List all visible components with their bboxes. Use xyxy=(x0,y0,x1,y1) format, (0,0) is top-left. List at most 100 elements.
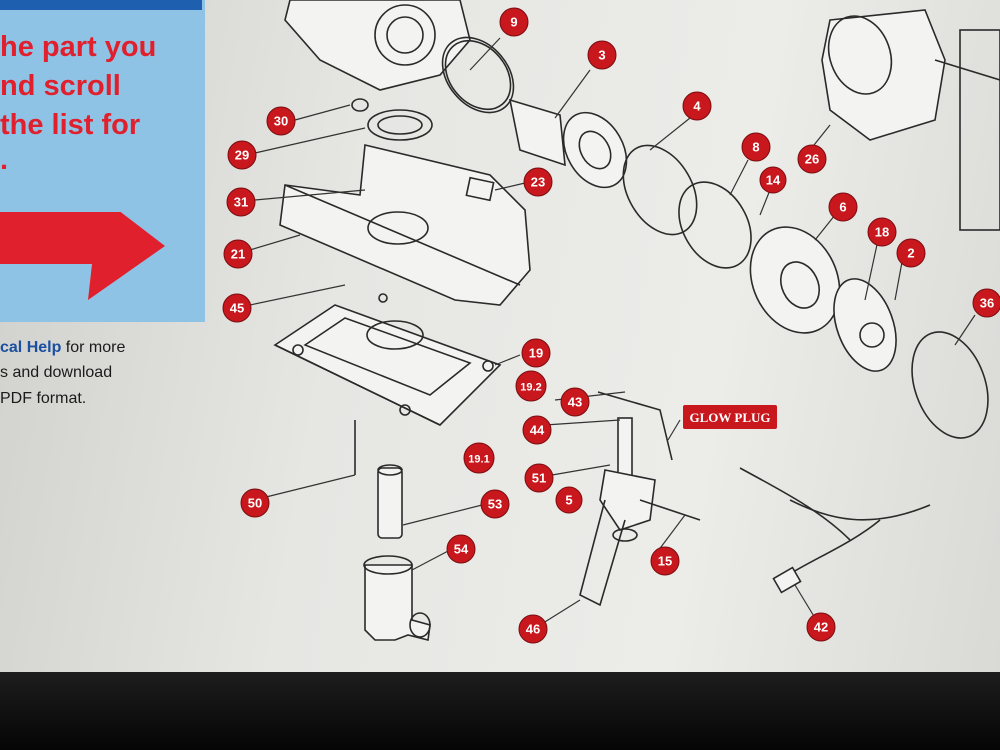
help-note-line-3: PDF format. xyxy=(0,390,87,407)
exploded-parts-diagram: 933029312321454814266182361919.219.14344… xyxy=(222,0,1000,644)
callout-19[interactable]: 19 xyxy=(521,338,551,368)
callout-badge xyxy=(650,546,680,576)
callout-30[interactable]: 30 xyxy=(266,106,296,136)
part-drawing-filter-assembly xyxy=(354,420,431,641)
callout-badge xyxy=(524,463,554,493)
callout-badge xyxy=(523,167,553,197)
part-drawing-fan-housing xyxy=(821,9,1000,231)
callout-number: 2 xyxy=(907,246,914,261)
callout-number: 18 xyxy=(875,225,889,240)
callout-54[interactable]: 54 xyxy=(446,534,476,564)
callout-number: 45 xyxy=(230,301,244,316)
callout-number: 19.2 xyxy=(520,382,541,394)
callout-19-2[interactable]: 19.2 xyxy=(515,370,547,402)
callout-6[interactable]: 6 xyxy=(828,192,858,222)
callout-46[interactable]: 46 xyxy=(518,614,548,644)
callout-badge xyxy=(560,387,590,417)
callout-18[interactable]: 18 xyxy=(867,217,897,247)
callout-19-1[interactable]: 19.1 xyxy=(463,442,495,474)
callout-badge xyxy=(515,370,547,402)
callout-number: 5 xyxy=(565,493,572,508)
callout-14[interactable]: 14 xyxy=(759,166,787,194)
callout-15[interactable]: 15 xyxy=(650,546,680,576)
callout-number: 53 xyxy=(488,497,502,512)
callout-badge xyxy=(480,489,510,519)
callout-number: 54 xyxy=(454,542,469,557)
callout-42[interactable]: 42 xyxy=(806,612,836,642)
technical-help-link[interactable]: cal Help xyxy=(0,339,62,356)
callout-number: 6 xyxy=(839,200,846,215)
callout-badge xyxy=(682,91,712,121)
callout-badge xyxy=(266,106,296,136)
callout-8[interactable]: 8 xyxy=(741,132,771,162)
callout-badge xyxy=(867,217,897,247)
callout-number: 29 xyxy=(235,148,249,163)
callout-number: 14 xyxy=(766,173,781,188)
callout-number: 51 xyxy=(532,471,546,486)
callout-badge xyxy=(463,442,495,474)
callout-badge xyxy=(759,166,787,194)
callout-badge xyxy=(555,486,583,514)
callout-badge xyxy=(226,187,256,217)
instruction-line-3: the list for xyxy=(0,109,141,141)
part-drawing-base-plate xyxy=(273,293,502,426)
callout-9[interactable]: 9 xyxy=(499,7,529,37)
callout-number: 8 xyxy=(752,140,759,155)
callout-number: 19.1 xyxy=(468,454,489,466)
callout-number: 9 xyxy=(510,15,517,30)
callout-number: 42 xyxy=(814,620,828,635)
callout-number: 31 xyxy=(234,195,248,210)
callout-number: 50 xyxy=(248,496,262,511)
instruction-panel-header-bar xyxy=(0,0,202,10)
callout-badge xyxy=(521,338,551,368)
part-callouts: 933029312321454814266182361919.219.14344… xyxy=(222,7,1000,644)
callout-23[interactable]: 23 xyxy=(523,167,553,197)
callout-badge xyxy=(518,614,548,644)
callout-badge xyxy=(828,192,858,222)
part-drawing-glow-plug-bracket xyxy=(579,391,701,607)
callout-number: 43 xyxy=(568,395,582,410)
callout-badge xyxy=(896,238,926,268)
callout-badge xyxy=(222,293,252,323)
help-note-line-1: cal Help for more xyxy=(0,340,125,356)
part-drawing-wiring-harness xyxy=(739,467,931,594)
callout-number: 44 xyxy=(530,423,545,438)
callout-number: 46 xyxy=(526,622,540,637)
glow-plug-tag[interactable]: GLOW PLUG xyxy=(683,405,777,429)
glow-plug-tag-label: GLOW PLUG xyxy=(689,410,770,425)
callout-number: 36 xyxy=(980,296,994,311)
callout-53[interactable]: 53 xyxy=(480,489,510,519)
callout-badge xyxy=(240,488,270,518)
down-arrow-icon xyxy=(0,212,165,300)
callout-26[interactable]: 26 xyxy=(797,144,827,174)
callout-badge xyxy=(741,132,771,162)
callout-36[interactable]: 36 xyxy=(972,288,1000,318)
help-note-line-1-rest: for more xyxy=(61,339,126,356)
callout-4[interactable]: 4 xyxy=(682,91,712,121)
instruction-line-1: he part you xyxy=(0,31,157,63)
instruction-line-4: . xyxy=(0,144,9,176)
callout-number: 30 xyxy=(274,114,288,129)
callout-31[interactable]: 31 xyxy=(226,187,256,217)
callout-44[interactable]: 44 xyxy=(522,415,552,445)
callout-number: 3 xyxy=(598,48,605,63)
callout-number: 4 xyxy=(693,99,701,114)
callout-50[interactable]: 50 xyxy=(240,488,270,518)
instruction-line-2: nd scroll xyxy=(0,70,121,102)
callout-43[interactable]: 43 xyxy=(560,387,590,417)
callout-21[interactable]: 21 xyxy=(223,239,253,269)
callout-badge xyxy=(972,288,1000,318)
screen-area: he part you nd scroll the list for . cal… xyxy=(0,0,1000,672)
callout-badge xyxy=(223,239,253,269)
callout-badge xyxy=(587,40,617,70)
callout-29[interactable]: 29 xyxy=(227,140,257,170)
callout-3[interactable]: 3 xyxy=(587,40,617,70)
help-note-line-2: s and download xyxy=(0,364,113,381)
callout-45[interactable]: 45 xyxy=(222,293,252,323)
part-drawing-rings-and-gaskets xyxy=(441,36,989,439)
part-drawing-housing xyxy=(284,0,512,141)
callout-badge xyxy=(499,7,529,37)
callout-51[interactable]: 51 xyxy=(524,463,554,493)
callout-2[interactable]: 2 xyxy=(896,238,926,268)
callout-5[interactable]: 5 xyxy=(555,486,583,514)
